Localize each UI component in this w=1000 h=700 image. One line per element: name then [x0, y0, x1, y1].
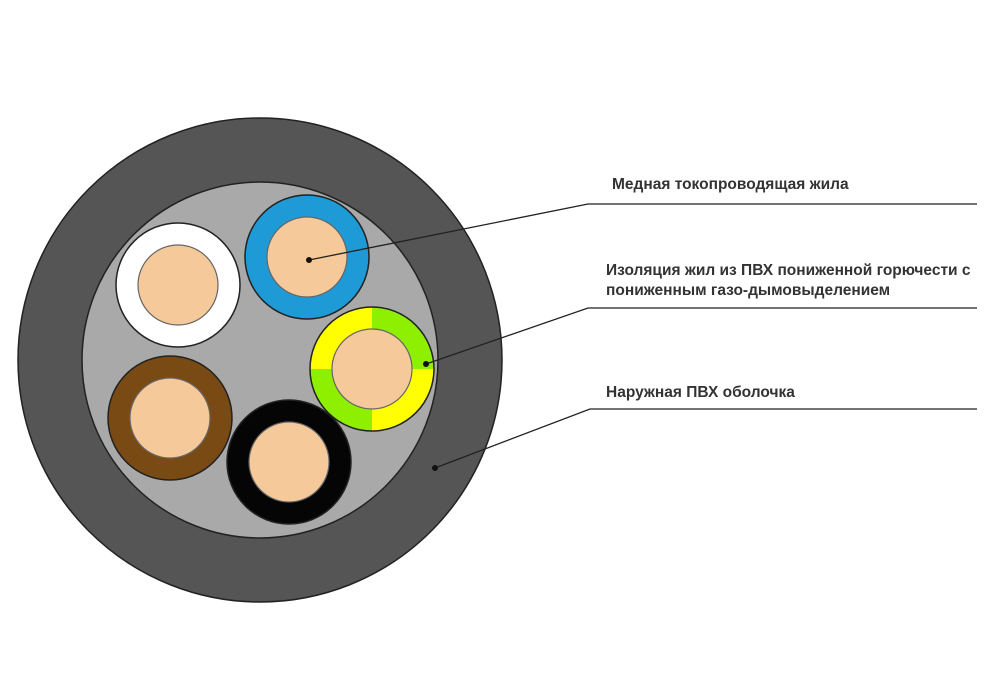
core-green-yellow-copper	[331, 328, 413, 410]
label-insulation: Изоляция жил из ПВХ пониженной горючести…	[606, 261, 971, 301]
core-blue-copper	[266, 216, 348, 298]
label-copper-core: Медная токопроводящая жила	[612, 176, 849, 193]
leader-insulation-dot	[423, 361, 429, 367]
label-outer-sheath: Наружная ПВХ оболочка	[606, 384, 795, 401]
core-white	[115, 222, 241, 348]
core-black-copper	[248, 421, 330, 503]
leader-outer-sheath-dot	[432, 465, 438, 471]
leader-copper-core-line	[308, 203, 977, 261]
core-green-yellow	[309, 306, 435, 432]
core-black	[226, 399, 352, 525]
label-insulation-line1: Изоляция жил из ПВХ пониженной горючести…	[606, 262, 971, 279]
core-green-yellow-outline	[309, 306, 435, 432]
leader-insulation-line	[425, 307, 977, 365]
core-white-copper	[137, 244, 219, 326]
leader-copper-core	[306, 203, 977, 263]
leader-outer-sheath-line	[434, 408, 977, 469]
label-insulation-line2: пониженным газо-дымовыделением	[606, 282, 891, 299]
core-blue	[244, 194, 370, 320]
leader-insulation	[423, 307, 977, 367]
leader-outer-sheath	[432, 408, 977, 471]
core-brown	[107, 355, 233, 481]
leader-copper-core-dot	[306, 257, 312, 263]
core-brown-copper	[129, 377, 211, 459]
